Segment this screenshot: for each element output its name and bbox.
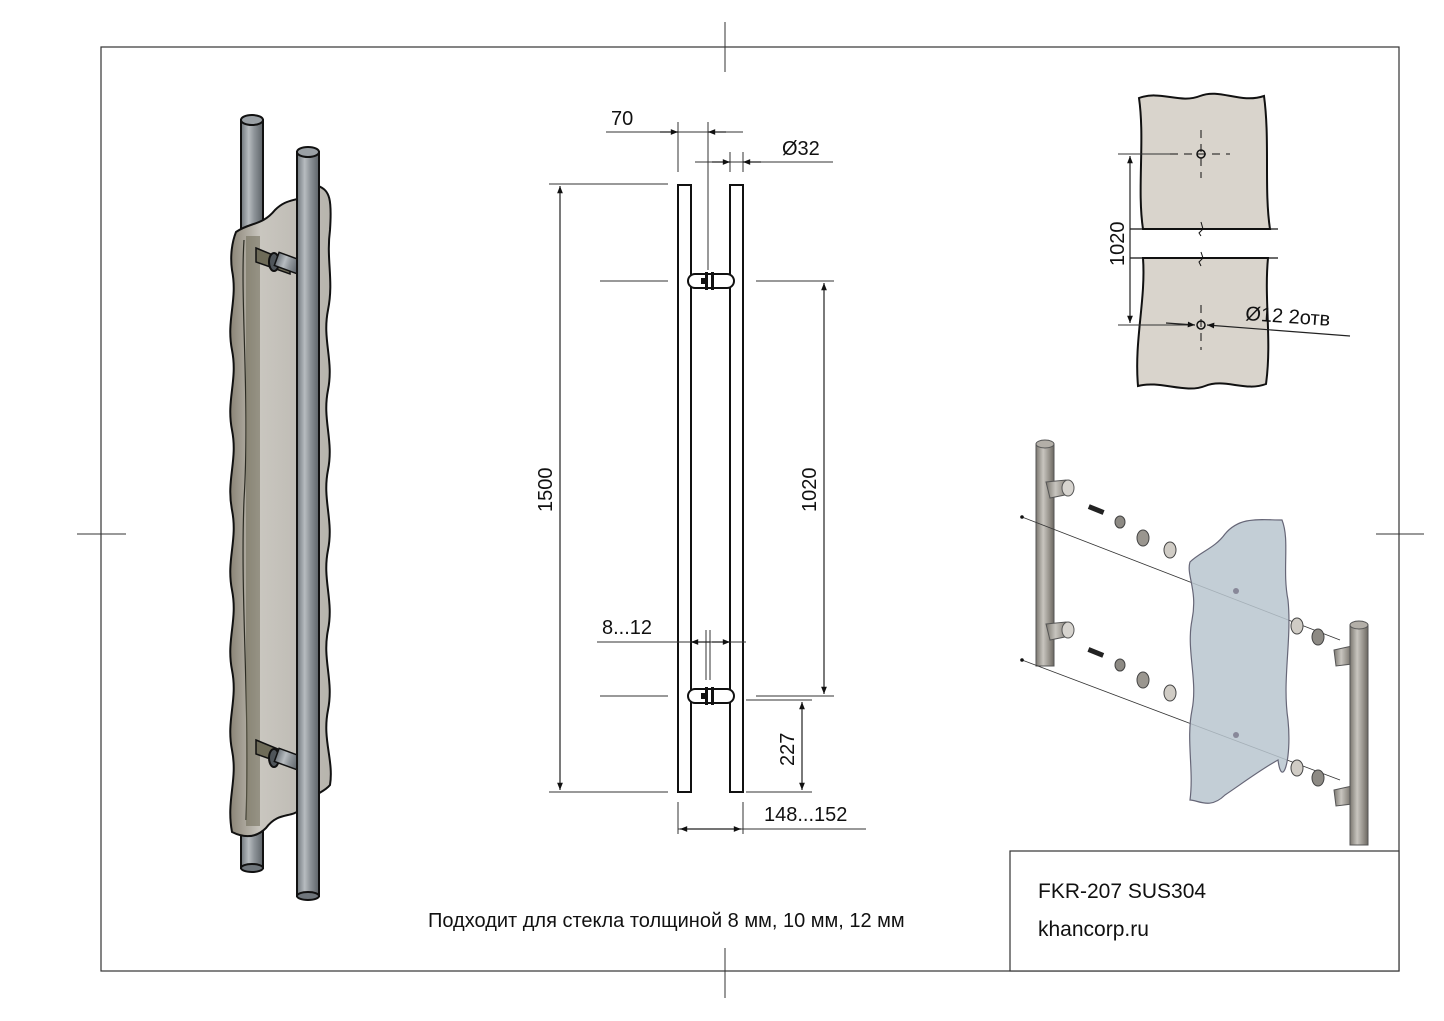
- left-bar-outline: [677, 184, 692, 793]
- dim-overall-depth: 148...152: [764, 804, 847, 826]
- right-bar-outline: [729, 184, 744, 793]
- glass-hole-detail: 1020 Ø12 2отв: [1107, 92, 1351, 390]
- glass-compatibility-note: Подходит для стекла толщиной 8 мм, 10 мм…: [428, 910, 905, 932]
- dim-bar-spacing: 70: [611, 108, 633, 130]
- sheet-border: [100, 46, 1400, 972]
- upper-connector: [687, 272, 735, 290]
- model-name: FKR-207 SUS304: [1038, 880, 1207, 903]
- title-block-frame: [1009, 850, 1400, 972]
- isometric-handle-view: [229, 114, 332, 901]
- website: khancorp.ru: [1038, 918, 1149, 941]
- front-bar: [296, 151, 320, 897]
- dim-mount-spacing: 1020: [799, 468, 821, 513]
- center-marks: [77, 22, 1424, 998]
- exploded-assembly-view: [1020, 439, 1369, 846]
- front-view-drawing: 70 Ø32 1500 1020 8...12 227 148...152: [535, 108, 866, 834]
- dim-glass-thickness: 8...12: [602, 617, 652, 639]
- detail-hole-spacing: 1020: [1107, 222, 1129, 267]
- dim-overall-height: 1500: [535, 468, 557, 513]
- lower-connector: [687, 687, 735, 705]
- dim-bottom-offset: 227: [777, 733, 799, 766]
- dim-bar-diameter: Ø32: [782, 138, 820, 160]
